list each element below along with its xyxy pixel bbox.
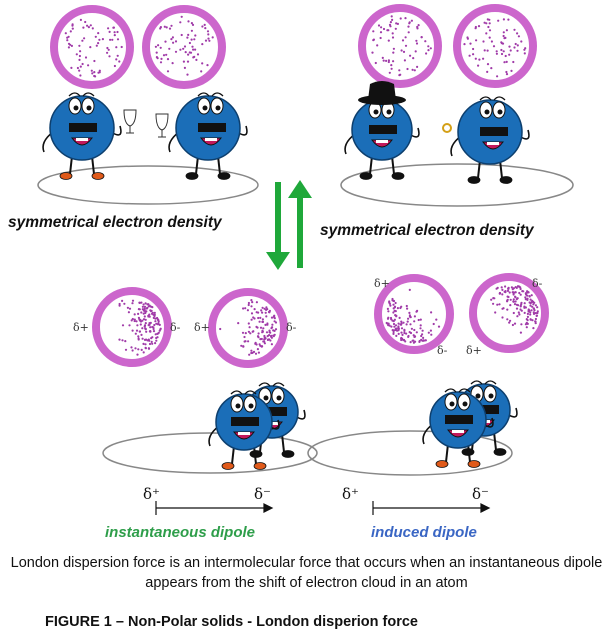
big-charge-plus-label: δ⁺	[143, 485, 160, 503]
electron-cloud-top-right-a	[358, 4, 442, 88]
big-charge-minus-label: δ⁻	[472, 485, 489, 503]
ground-ellipse-bottom-left	[102, 432, 318, 474]
description-text: London dispersion force is an intermolec…	[10, 555, 603, 591]
induced-dipole-label: induced dipole	[371, 524, 477, 541]
hat-icon	[358, 81, 406, 105]
character-top-left-a	[42, 92, 122, 180]
figure-caption: FIGURE 1 – Non-Polar solids - London dis…	[45, 614, 418, 630]
electron-cloud-top-right-b	[453, 4, 537, 88]
electron-cloud-mid-left-a	[92, 287, 172, 367]
ground-ellipse-top-right	[340, 163, 574, 207]
wine-glass-icon	[123, 109, 137, 134]
electron-cloud-top-left-b	[142, 5, 226, 89]
ground-ellipse-bottom-right	[307, 430, 513, 476]
big-charge-minus-label: δ⁻	[254, 485, 271, 503]
electron-cloud-top-left-a	[50, 5, 134, 89]
charge-plus-label: δ+	[194, 321, 210, 334]
big-charge-plus-label: δ⁺	[342, 485, 359, 503]
electron-cloud-mid-left-b	[208, 288, 288, 368]
dipole-arrow-right	[372, 501, 491, 515]
symmetric-density-label-left: symmetrical electron density	[8, 214, 222, 231]
wine-glass-icon	[155, 113, 169, 138]
instantaneous-dipole-label: instantaneous dipole	[105, 524, 256, 541]
charge-minus-label: δ-	[437, 344, 448, 357]
dipole-arrow-left	[155, 501, 274, 515]
ring-icon	[442, 123, 452, 133]
charge-minus-label: δ-	[286, 321, 297, 334]
character-top-right-a	[344, 96, 420, 180]
electron-cloud-mid-right-b	[469, 273, 549, 353]
symmetric-density-label-right: symmetrical electron density	[320, 222, 534, 239]
charge-plus-label: δ+	[73, 321, 89, 334]
character-top-left-b	[168, 92, 248, 180]
equilibrium-arrows	[266, 180, 312, 270]
charge-minus-label: δ-	[170, 321, 181, 334]
charge-plus-label: δ+	[466, 344, 482, 357]
character-pair-bottom-right	[422, 380, 518, 468]
character-pair-bottom-left	[208, 382, 306, 470]
ground-ellipse-top-left	[37, 165, 259, 205]
charge-plus-label: δ+	[374, 277, 390, 290]
character-top-right-b	[450, 96, 530, 184]
electron-cloud-mid-right-a	[374, 274, 454, 354]
charge-minus-label: δ-	[532, 277, 543, 290]
